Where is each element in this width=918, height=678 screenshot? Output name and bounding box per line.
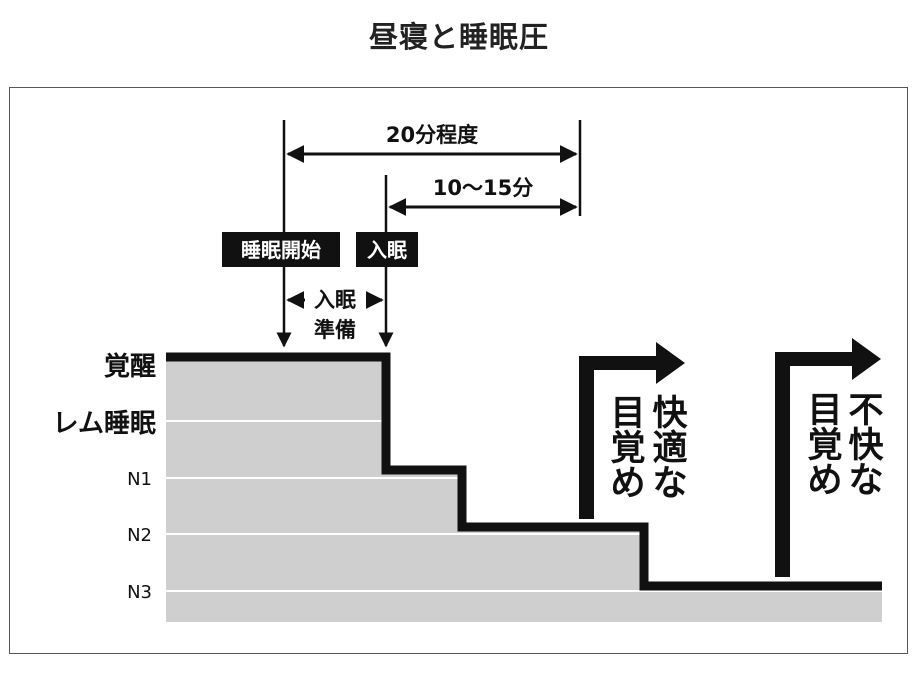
sleep-area [166, 357, 882, 622]
pleasant-wake-text: 目 快 覚 適 め な [610, 394, 688, 504]
pleasant-wake-arrow [579, 342, 685, 519]
sleep-stage-line [166, 352, 882, 591]
pleasant-char-4: 適 [652, 429, 687, 469]
unpleasant-char-4: 快 [848, 426, 884, 466]
stage-label-rem: レム睡眠 [53, 409, 156, 439]
unpleasant-char-1: 目 [807, 391, 842, 431]
diagram-frame [9, 87, 908, 654]
unpleasant-wake-arrow [775, 338, 881, 577]
unpleasant-wake-text: 目 不 覚 快 め な [807, 391, 884, 501]
pleasant-char-2: 快 [652, 394, 688, 434]
pleasant-char-3: 覚 [610, 429, 645, 469]
stage-label-n2: N2 [127, 525, 152, 546]
sleep-start-box [222, 232, 340, 267]
sleep-onset-label: 入眠 [367, 238, 407, 262]
twenty-min-label: 20分程度 [386, 123, 478, 147]
ten-fifteen-label: 10〜15分 [433, 176, 533, 200]
stage-label-n1: N1 [127, 469, 152, 490]
pleasant-char-5: め [610, 464, 645, 504]
unpleasant-char-2: 不 [848, 391, 883, 431]
unpleasant-char-3: 覚 [807, 426, 842, 466]
stage-label-n3: N3 [127, 582, 152, 603]
stage-gridlines [166, 420, 882, 592]
sleep-onset-box [356, 232, 418, 267]
prep-label-line2: 準備 [314, 318, 356, 342]
pleasant-char-1: 目 [610, 394, 645, 434]
prep-label-line1: 入眠 [314, 288, 356, 312]
sleep-start-label: 睡眠開始 [241, 238, 321, 262]
unpleasant-char-5: め [807, 461, 842, 501]
page-title: 昼寝と睡眠圧 [368, 20, 549, 54]
unpleasant-char-6: な [848, 461, 883, 501]
stage-label-wake: 覚醒 [104, 352, 156, 382]
pleasant-char-6: な [652, 464, 687, 504]
